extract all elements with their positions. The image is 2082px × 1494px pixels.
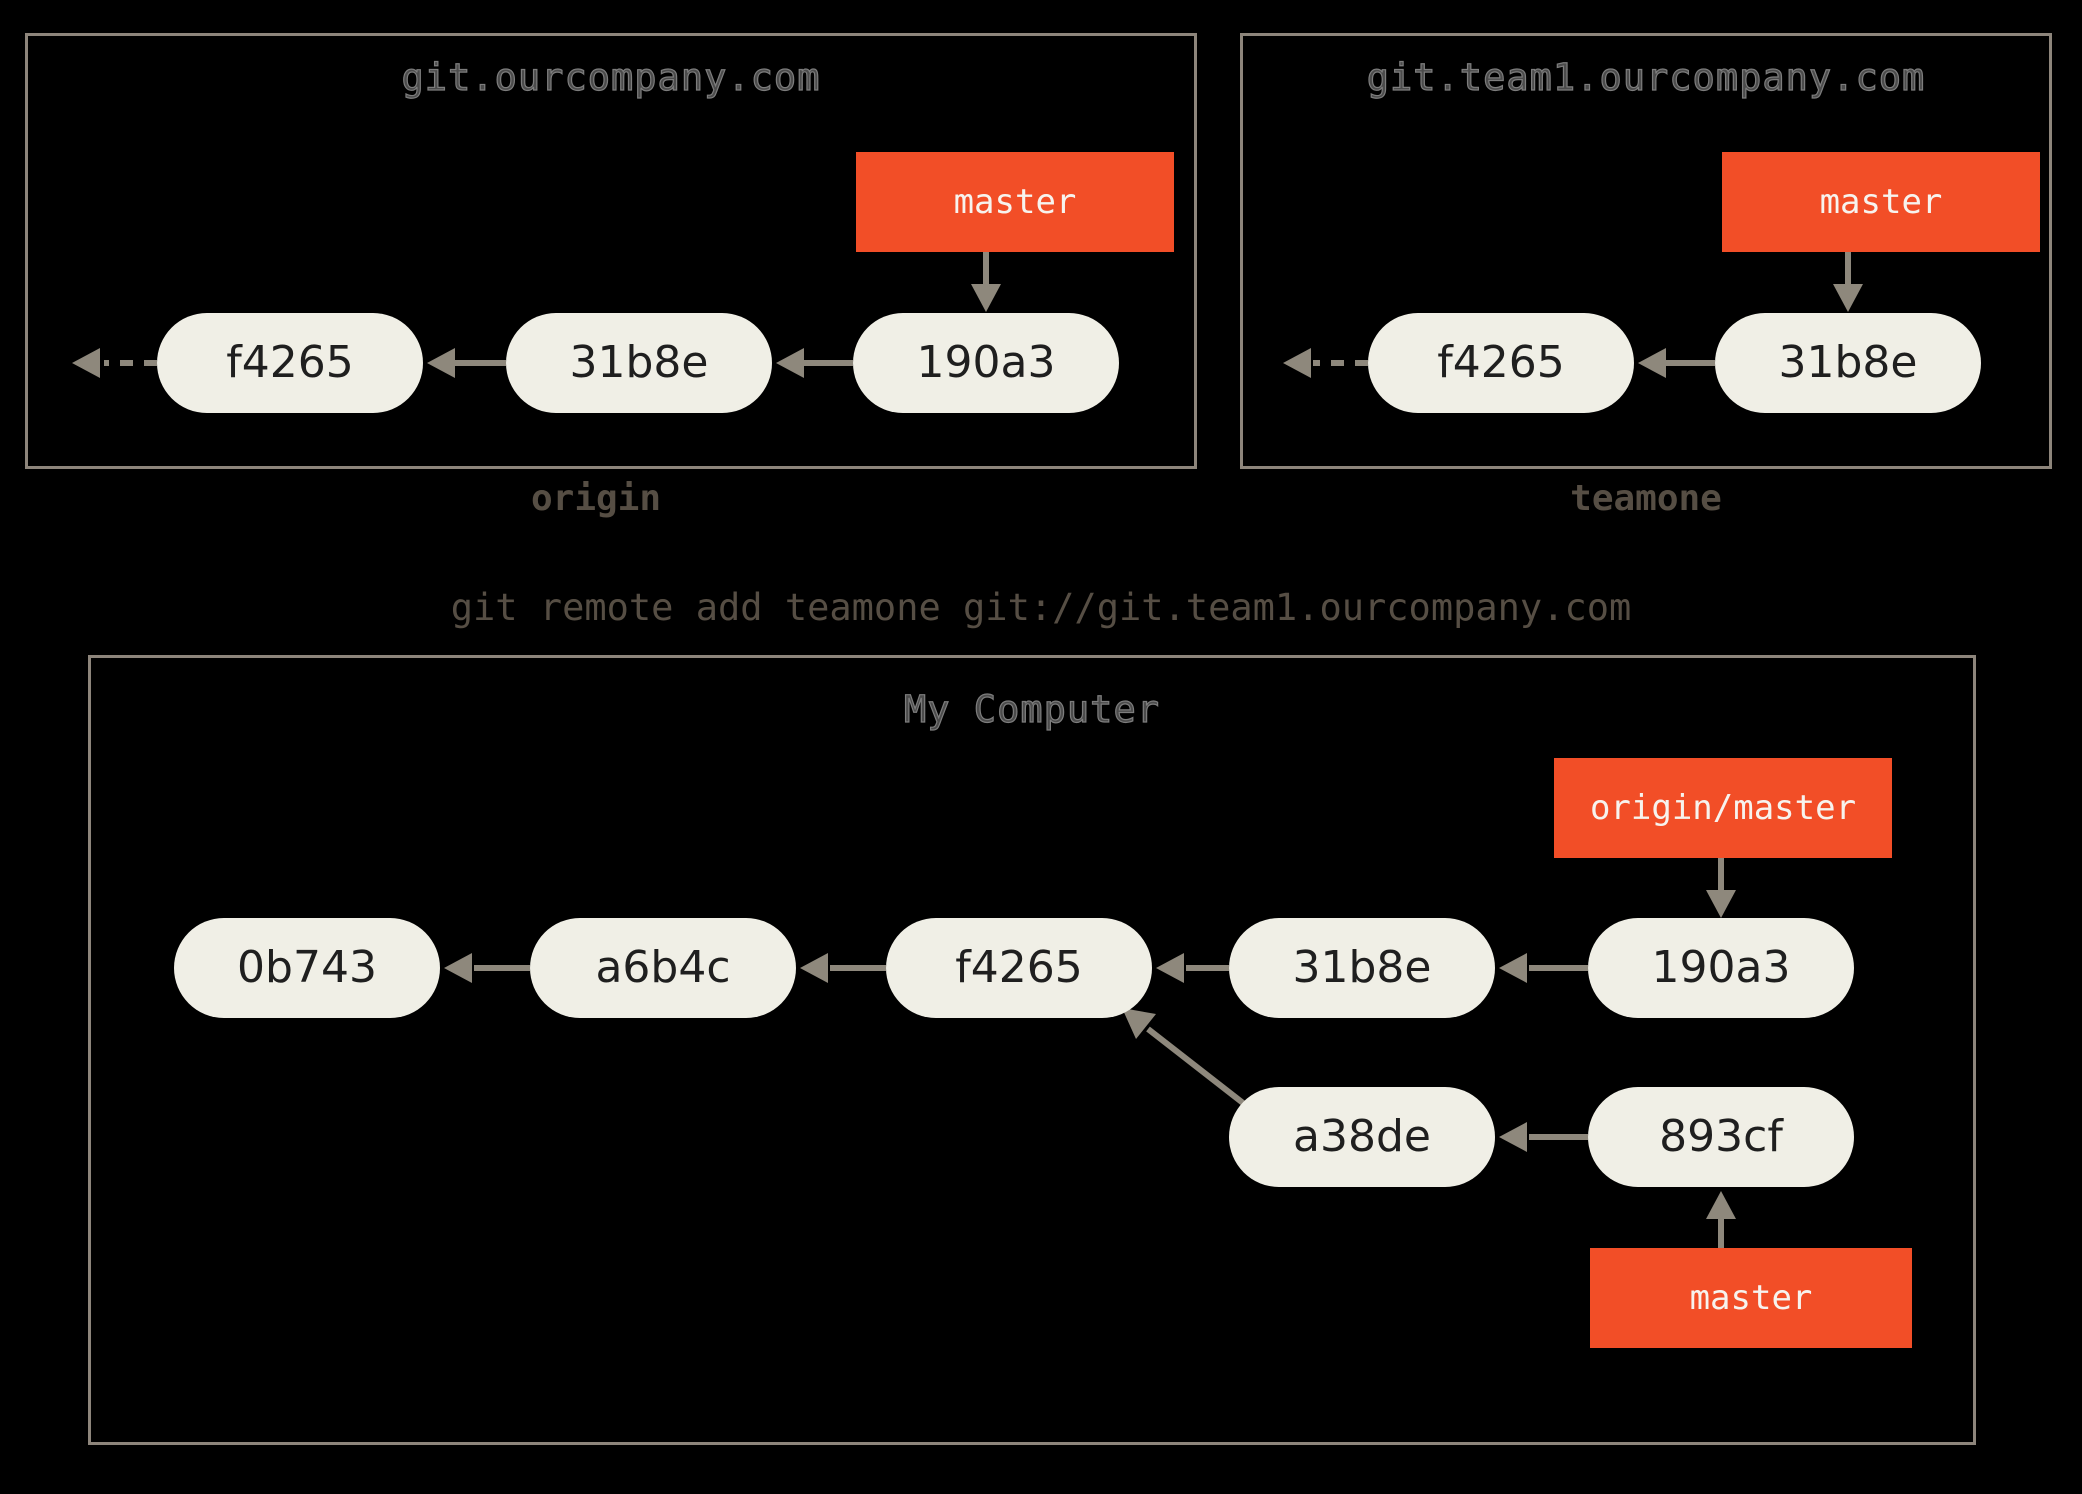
arrow-teamone-master-to-31b8e (1833, 252, 1863, 312)
arrow-local-a6b4c-to-0b743 (444, 953, 530, 983)
teamone-commit-f4265: f4265 (1368, 313, 1634, 413)
origin-server-box: git.ourcompany.com (25, 33, 1197, 469)
arrow-origin-31b8e-to-f4265 (427, 348, 506, 378)
local-master-branch-chip: master (1590, 1248, 1912, 1348)
teamone-server-box: git.team1.ourcompany.com (1240, 33, 2052, 469)
arrow-local-893cf-to-a38de (1499, 1122, 1588, 1152)
local-origin-master-chip: origin/master (1554, 758, 1892, 858)
local-commit-190a3: 190a3 (1588, 918, 1854, 1018)
local-commit-31b8e: 31b8e (1229, 918, 1495, 1018)
local-commit-f4265: f4265 (886, 918, 1152, 1018)
arrow-local-master-to-893cf (1706, 1191, 1736, 1248)
teamone-commit-31b8e: 31b8e (1715, 313, 1981, 413)
local-commit-0b743: 0b743 (174, 918, 440, 1018)
arrow-origin-190a3-to-31b8e (776, 348, 853, 378)
local-commit-a38de: a38de (1229, 1087, 1495, 1187)
origin-server-title: git.ourcompany.com (401, 55, 821, 99)
arrow-teamone-31b8e-to-f4265 (1638, 348, 1715, 378)
origin-commit-31b8e: 31b8e (506, 313, 772, 413)
arrow-local-a38de-to-f4265-diagonal (1122, 1008, 1254, 1113)
arrow-teamone-history-dashed (1283, 348, 1368, 378)
origin-commit-190a3: 190a3 (853, 313, 1119, 413)
teamone-server-title: git.team1.ourcompany.com (1366, 55, 1926, 99)
arrow-local-31b8e-to-f4265 (1156, 953, 1229, 983)
origin-commit-f4265: f4265 (157, 313, 423, 413)
arrow-origin-master-to-190a3 (971, 252, 1001, 312)
local-commit-893cf: 893cf (1588, 1087, 1854, 1187)
my-computer-title: My Computer (903, 687, 1161, 731)
git-remote-add-command: git remote add teamone git://git.team1.o… (450, 586, 1632, 629)
arrow-local-190a3-to-31b8e (1499, 953, 1588, 983)
teamone-remote-caption: teamone (1570, 478, 1722, 519)
origin-remote-caption: origin (530, 478, 662, 519)
arrow-local-f4265-to-a6b4c (800, 953, 886, 983)
local-commit-a6b4c: a6b4c (530, 918, 796, 1018)
arrow-local-originmaster-to-190a3 (1706, 858, 1736, 918)
teamone-master-branch-chip: master (1722, 152, 2040, 252)
origin-master-branch-chip: master (856, 152, 1174, 252)
my-computer-box: My Computer (88, 655, 1976, 1445)
arrow-origin-history-dashed (72, 348, 157, 378)
